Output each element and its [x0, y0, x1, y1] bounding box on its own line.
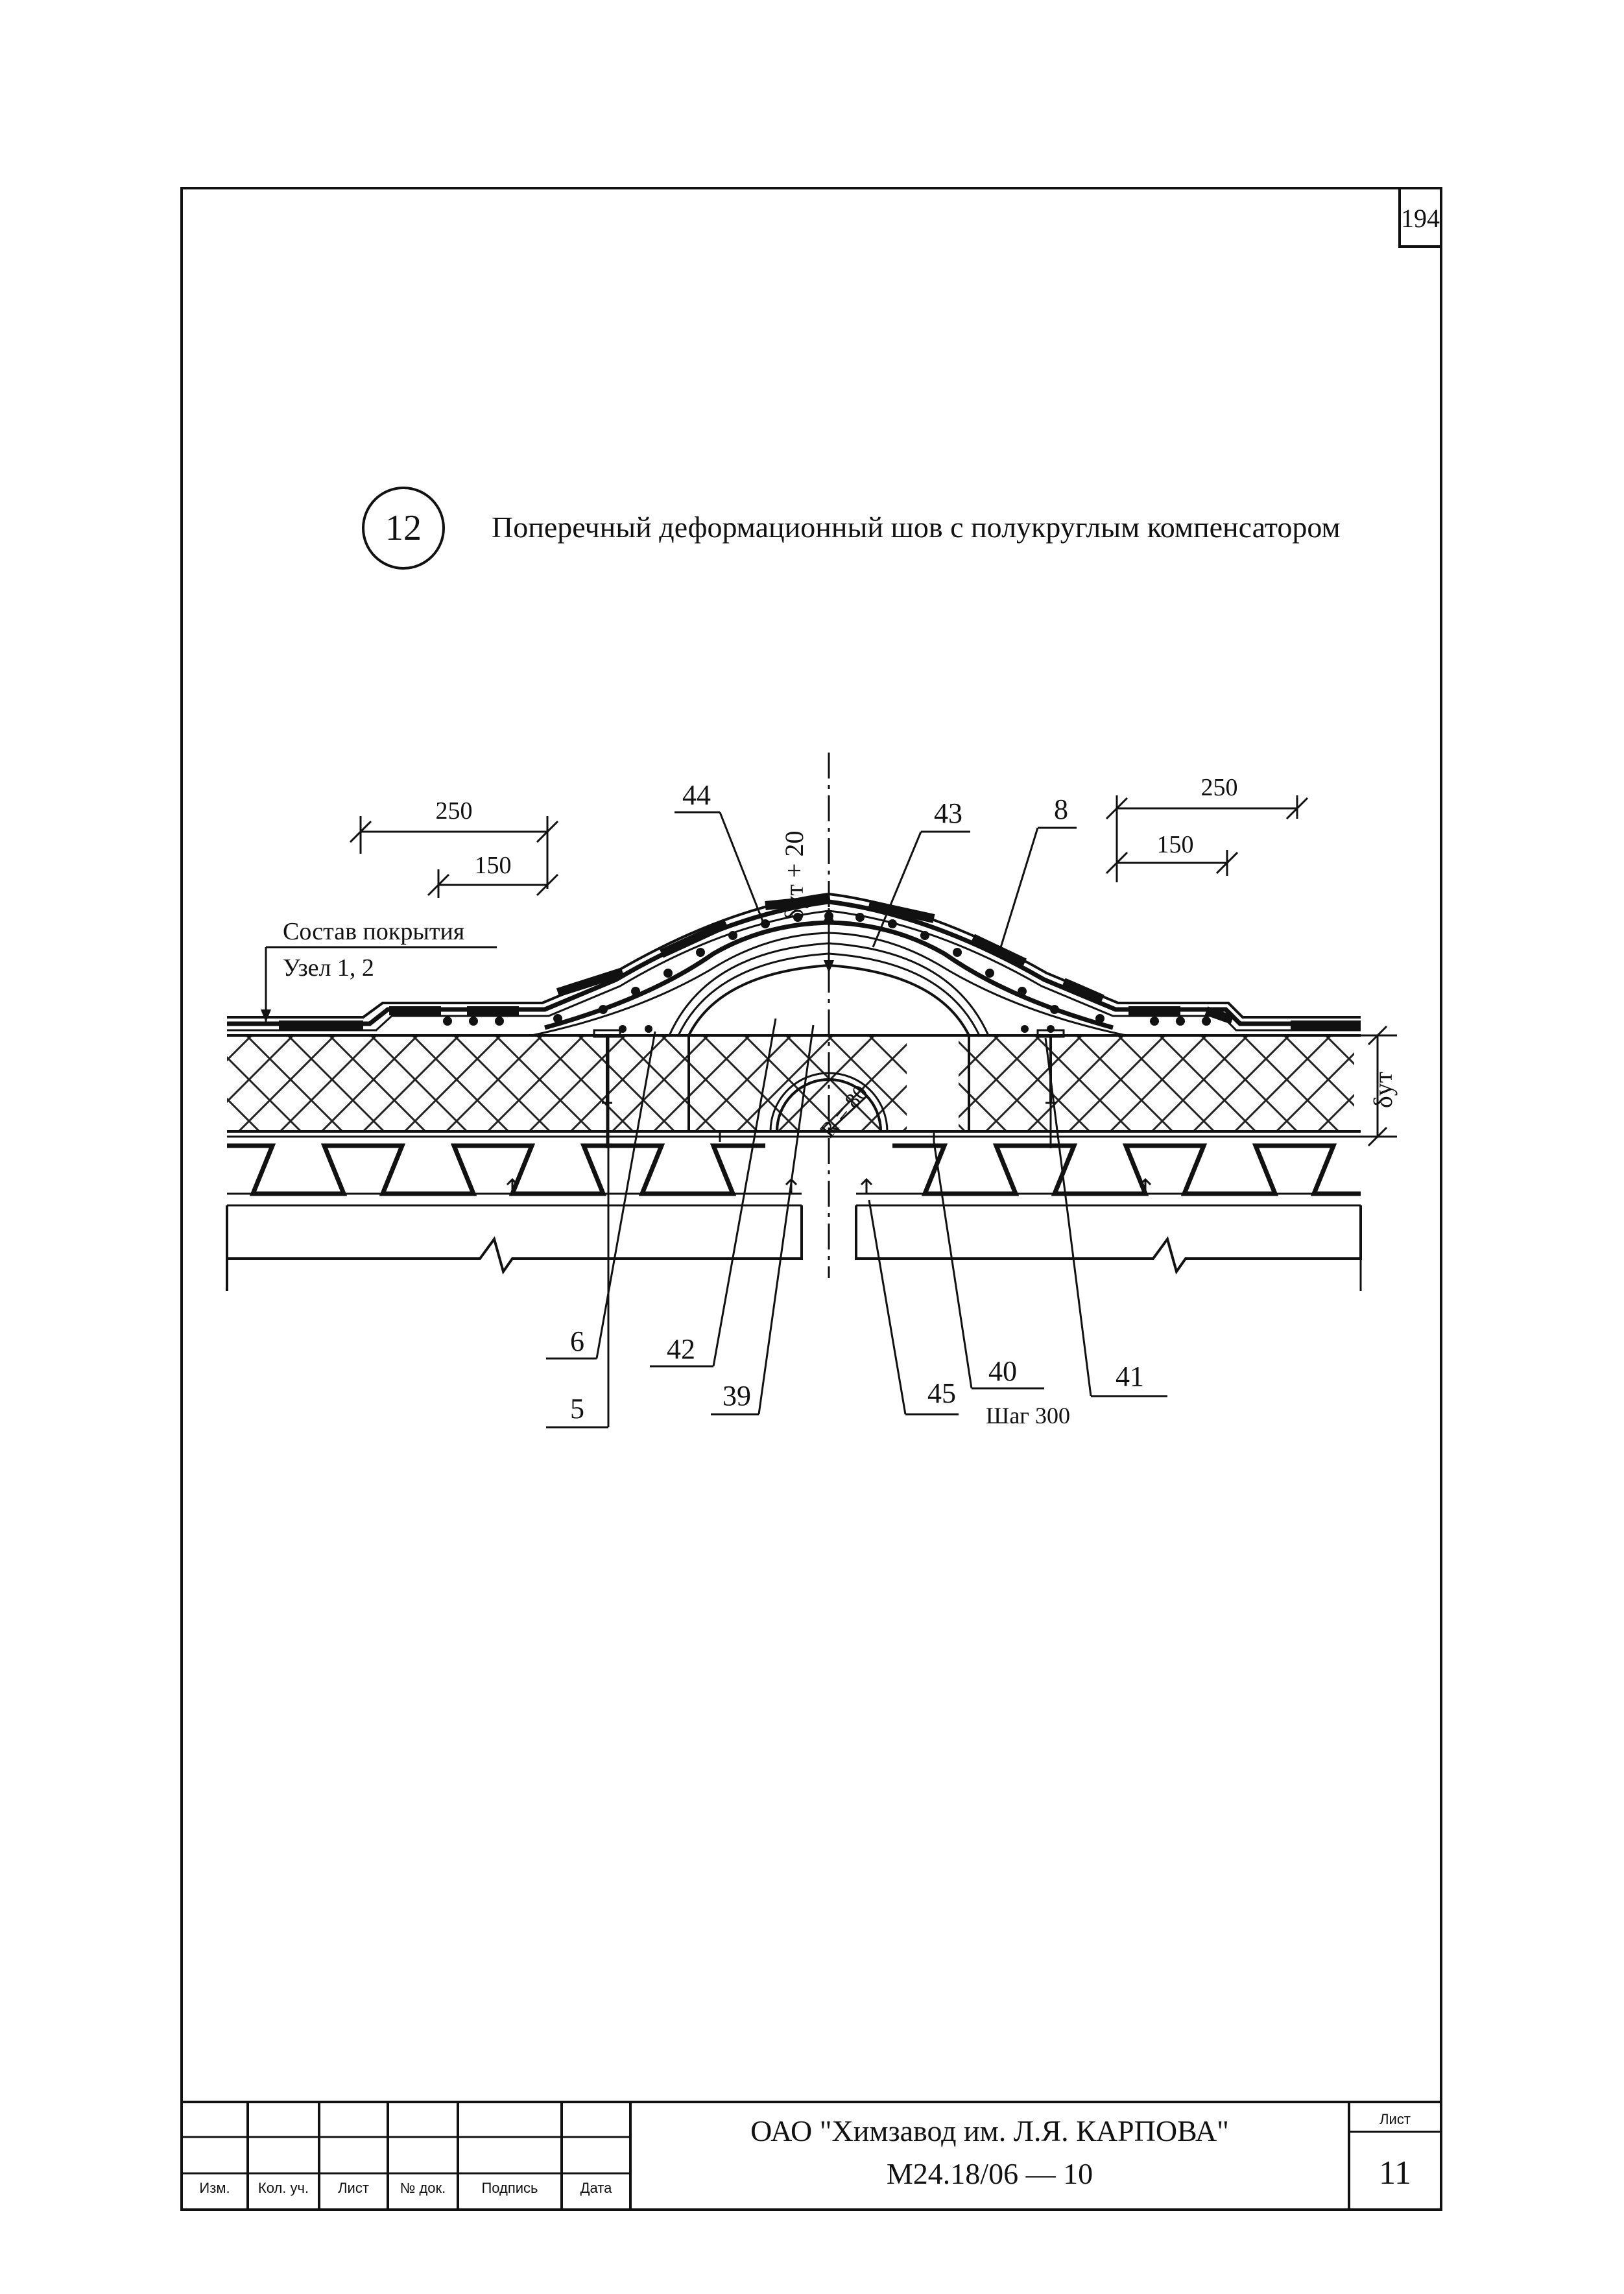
tb-sheet-value: 11	[1379, 2155, 1411, 2191]
callout-8: 8	[1054, 793, 1068, 825]
node-number: 12	[385, 508, 422, 548]
dim-top-thickness: δут + 20	[780, 831, 809, 921]
expansion-joint-drawing: δут + 20 R = 80 δут 250 150 250 150 Сост…	[226, 753, 1398, 1429]
node-number-circle	[362, 487, 445, 570]
callout-45: 45	[927, 1377, 956, 1409]
dim-right-150: 150	[1157, 831, 1194, 858]
tb-col-sign: Подпись	[481, 2180, 538, 2196]
callout-44: 44	[682, 779, 711, 811]
note-step: Шаг 300	[986, 1403, 1070, 1429]
sheet-frame	[180, 187, 1442, 2211]
tb-col-doc: № док.	[400, 2180, 446, 2196]
insulation-right	[959, 1035, 1354, 1131]
callout-41: 41	[1116, 1360, 1144, 1392]
callout-40: 40	[988, 1355, 1017, 1387]
dim-left-250: 250	[436, 797, 473, 825]
tb-org: ОАО "Химзавод им. Л.Я. КАРПОВА"	[750, 2114, 1229, 2147]
callout-5: 5	[570, 1393, 584, 1425]
sheet-number-box	[1398, 187, 1442, 248]
dim-left-150: 150	[475, 852, 512, 879]
note-composition: Состав покрытия	[283, 918, 464, 945]
tb-code: М24.18/06 — 10	[887, 2157, 1093, 2190]
reinforcement-dots	[443, 912, 1211, 1033]
insulation-left	[227, 1035, 907, 1131]
callout-6: 6	[570, 1325, 584, 1357]
note-node-ref: Узел 1, 2	[283, 954, 374, 982]
title-block: Изм. Кол. уч. Лист № док. Подпись Дата О…	[182, 2101, 1441, 2210]
tb-col-list: Лист	[338, 2180, 369, 2196]
dim-right-thickness: δут	[1368, 1072, 1398, 1108]
tb-col-izm: Изм.	[199, 2180, 230, 2196]
node-title: Поперечный деформационный шов с полукруг…	[492, 511, 1341, 544]
callout-43: 43	[934, 797, 962, 829]
dim-right-250: 250	[1201, 774, 1238, 801]
tb-col-kol: Кол. уч.	[258, 2180, 309, 2196]
callout-39: 39	[722, 1380, 751, 1412]
sheet-number-top: 194	[1401, 204, 1440, 233]
tb-col-date: Дата	[580, 2180, 612, 2196]
fasteners	[593, 1029, 1065, 1148]
tb-sheet-label: Лист	[1379, 2111, 1411, 2127]
callout-42: 42	[667, 1333, 695, 1365]
